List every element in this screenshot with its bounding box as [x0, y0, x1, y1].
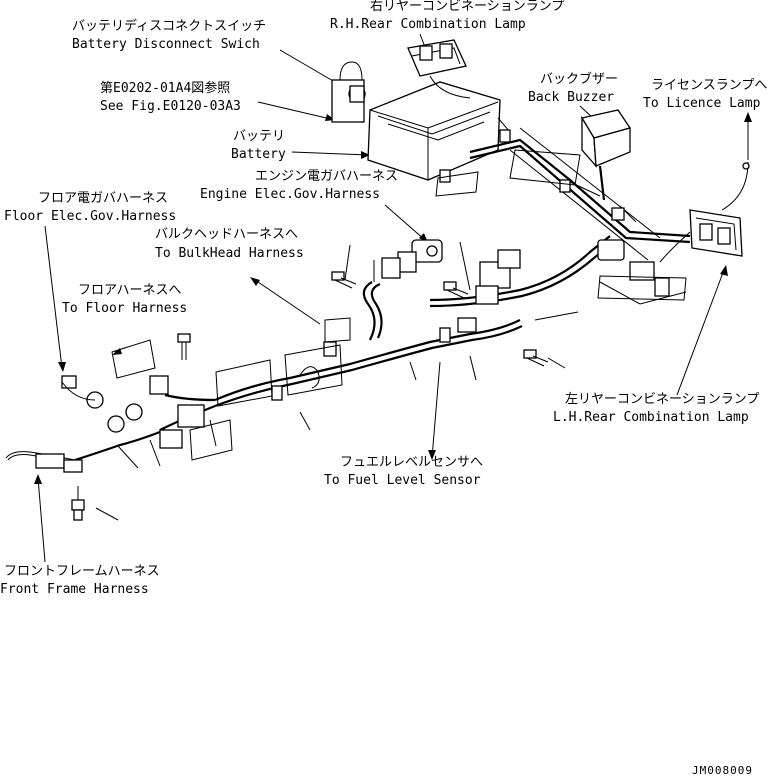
svg-text:L.H.Rear Combination Lamp: L.H.Rear Combination Lamp [553, 410, 749, 425]
svg-text:To Floor Harness: To Floor Harness [62, 301, 187, 316]
svg-text:Engine Elec.Gov.Harness: Engine Elec.Gov.Harness [200, 187, 380, 202]
label-battery-disconnect-switch: バッテリディスコネクトスイッチ Battery Disconnect Swich [72, 18, 266, 52]
svg-text:Battery: Battery [231, 147, 286, 162]
label-front-frame-harness: フロントフレームハーネス Front Frame Harness [0, 564, 160, 597]
svg-text:左リヤーコンビネーションランプ: 左リヤーコンビネーションランプ [565, 392, 759, 407]
bolt [177, 333, 191, 360]
label-rh-rear-combination-lamp: 右リヤーコンビネーションランプ R.H.Rear Combination Lam… [330, 0, 564, 32]
svg-text:To Fuel Level Sensor: To Fuel Level Sensor [324, 473, 481, 488]
svg-text:Battery Disconnect Swich: Battery Disconnect Swich [72, 37, 260, 52]
bolts [71, 271, 549, 521]
callout-frames [111, 149, 687, 461]
svg-text:To Licence Lamp: To Licence Lamp [643, 96, 761, 111]
svg-text:バックブザー: バックブザー [540, 71, 618, 87]
label-to-bulkhead-harness: バルクヘッドハーネスへ To BulkHead Harness [155, 227, 304, 261]
svg-text:バッテリ: バッテリ [233, 129, 285, 144]
label-engine-elec-gov-harness: エンジン電ガバハーネス Engine Elec.Gov.Harness [200, 169, 398, 202]
svg-text:Floor Elec.Gov.Harness: Floor Elec.Gov.Harness [4, 209, 176, 224]
svg-text:右リヤーコンビネーションランプ: 右リヤーコンビネーションランプ [370, 0, 564, 14]
svg-text:Front Frame Harness: Front Frame Harness [0, 582, 149, 597]
svg-text:バルクヘッドハーネスへ: バルクヘッドハーネスへ [155, 227, 298, 242]
rh-rear-combination-lamp [407, 39, 471, 99]
bolt [443, 281, 469, 299]
svg-text:フロア電ガバハーネス: フロア電ガバハーネス [38, 191, 168, 206]
licence-lamp-cable [721, 161, 750, 211]
svg-text:ライセンスランプへ: ライセンスランプへ [651, 78, 767, 93]
svg-text:エンジン電ガバハーネス: エンジン電ガバハーネス [255, 169, 398, 184]
bulkhead-connectors [457, 249, 521, 333]
label-to-licence-lamp: ライセンスランプへ To Licence Lamp [643, 78, 767, 111]
battery-disconnect-switch [348, 85, 366, 103]
lh-rear-combination-lamp [659, 209, 743, 263]
svg-text:To BulkHead Harness: To BulkHead Harness [155, 246, 304, 261]
label-see-fig: 第E0202-01A4図参照 See Fig.E0120-03A3 [100, 80, 241, 114]
svg-text:フロントフレームハーネス: フロントフレームハーネス [4, 564, 160, 579]
svg-text:Back Buzzer: Back Buzzer [528, 90, 614, 105]
label-to-floor-harness: フロアハーネスへ To Floor Harness [62, 283, 187, 316]
svg-text:バッテリディスコネクトスイッチ: バッテリディスコネクトスイッチ [72, 18, 266, 34]
front-frame-connector [35, 453, 83, 473]
bolt [523, 349, 549, 367]
svg-text:フロアハーネスへ: フロアハーネスへ [78, 283, 181, 298]
bolt [331, 271, 357, 289]
lamp-side-connectors [597, 239, 687, 305]
back-buzzer [580, 109, 632, 201]
bolt [71, 486, 85, 521]
svg-text:R.H.Rear Combination Lamp: R.H.Rear Combination Lamp [330, 17, 526, 32]
drawing-code: JM008009 [692, 764, 753, 777]
svg-text:See Fig.E0120-03A3: See Fig.E0120-03A3 [100, 99, 241, 114]
engine-harness-connectors [381, 239, 443, 279]
svg-text:フュエルレベルセンサへ: フュエルレベルセンサへ [340, 455, 483, 470]
floor-connectors [61, 375, 205, 449]
svg-text:第E0202-01A4図参照: 第E0202-01A4図参照 [100, 80, 230, 96]
label-lh-rear-combination-lamp: 左リヤーコンビネーションランプ L.H.Rear Combination Lam… [553, 392, 759, 425]
battery-box [331, 61, 501, 181]
label-to-fuel-level-sensor: フュエルレベルセンサへ To Fuel Level Sensor [324, 455, 483, 488]
label-battery: バッテリ Battery [231, 129, 286, 162]
label-back-buzzer: バックブザー Back Buzzer [528, 71, 618, 105]
label-floor-elec-gov-harness: フロア電ガバハーネス Floor Elec.Gov.Harness [4, 191, 176, 224]
